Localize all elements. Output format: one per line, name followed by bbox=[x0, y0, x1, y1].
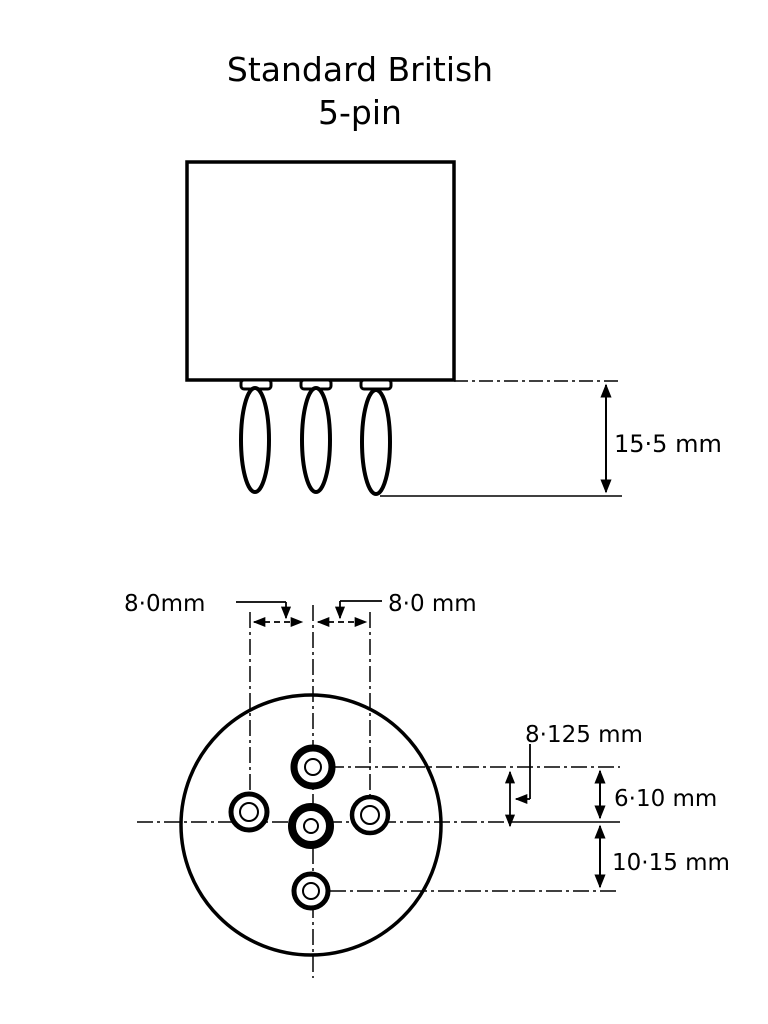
pin-length-dimension: 15·5 mm bbox=[380, 380, 722, 497]
lower-spacing-dimension: 10·15 mm bbox=[594, 824, 730, 889]
offset-label: 8·125 mm bbox=[525, 722, 643, 748]
socket-bottom bbox=[291, 871, 331, 911]
side-pin-middle bbox=[299, 378, 333, 494]
plug-body bbox=[185, 160, 456, 382]
upper-spacing-dimension: 6·10 mm bbox=[594, 769, 717, 820]
upper-spacing-label: 6·10 mm bbox=[614, 786, 717, 812]
title-line-1: Standard British bbox=[226, 50, 494, 89]
right-spacing-dimension: 8·0 mm bbox=[316, 591, 477, 628]
base-view: 8·0mm 8·0 mm 8·125 mm 6·10 mm bbox=[124, 591, 730, 978]
socket-top bbox=[290, 744, 336, 790]
right-spacing-label: 8·0 mm bbox=[388, 591, 477, 617]
side-pin-right bbox=[359, 378, 393, 496]
socket-right bbox=[349, 794, 391, 836]
offset-dimension: 8·125 mm bbox=[504, 722, 643, 828]
socket-left bbox=[228, 791, 270, 833]
side-view: 15·5 mm bbox=[185, 160, 722, 497]
left-spacing-dimension: 8·0mm bbox=[124, 591, 304, 628]
lower-spacing-label: 10·15 mm bbox=[612, 850, 730, 876]
side-pin-left bbox=[239, 378, 273, 494]
left-spacing-label: 8·0mm bbox=[124, 591, 205, 617]
title-line-2: 5-pin bbox=[318, 93, 402, 132]
pin-length-label: 15·5 mm bbox=[614, 430, 722, 458]
socket-centre bbox=[288, 803, 334, 849]
